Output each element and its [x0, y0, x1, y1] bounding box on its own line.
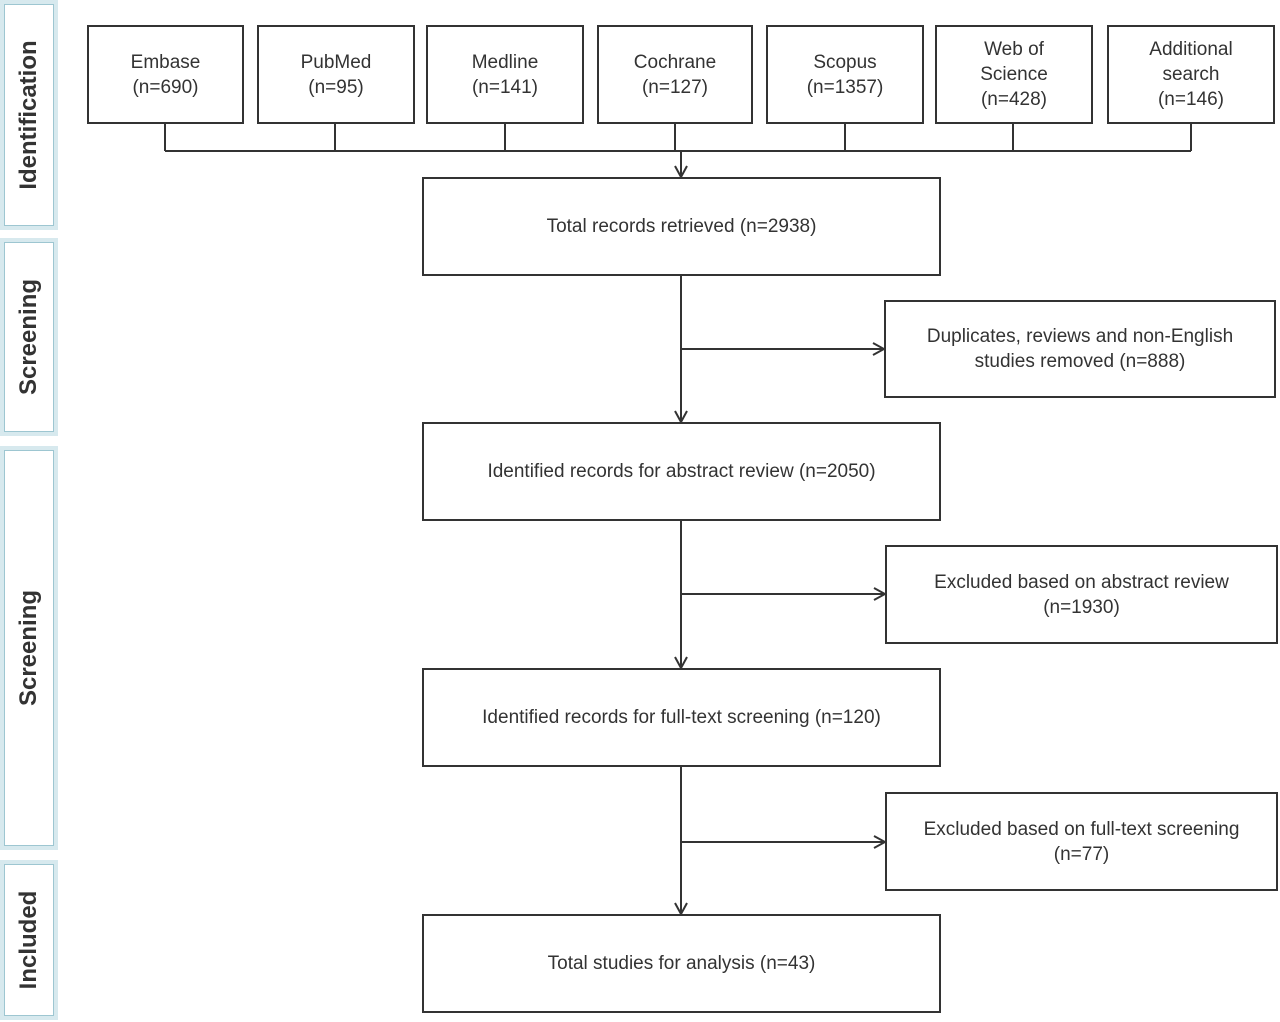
exclusion-line1: Duplicates, reviews and non-English: [926, 326, 1234, 347]
source-box-embase: Embase (n=690): [87, 25, 244, 124]
source-name: Embase: [130, 51, 201, 73]
source-box-medline: Medline (n=141): [426, 25, 584, 124]
source-name-line2: search: [1162, 64, 1220, 85]
exclusion-line1: Excluded based on abstract review: [934, 571, 1229, 593]
source-count: (n=95): [308, 76, 364, 98]
source-name: Medline: [471, 51, 539, 73]
source-name-line2: Science: [980, 64, 1048, 85]
source-box-web-of-science: Web of Science (n=428): [935, 25, 1093, 124]
stage-identification: Identification: [0, 0, 58, 230]
source-count: (n=1357): [806, 76, 884, 98]
stage-screening-2: Screening: [0, 446, 58, 850]
source-count: (n=127): [641, 76, 708, 98]
source-name: Additional: [1149, 39, 1233, 60]
final-studies-text: Total studies for analysis (n=43): [547, 953, 816, 974]
source-count: (n=428): [980, 89, 1047, 110]
exclusion-line2: (n=1930): [1043, 596, 1120, 618]
fulltext-excluded-box: Excluded based on full-text screening (n…: [885, 792, 1278, 891]
fulltext-screening-box: Identified records for full-text screeni…: [422, 668, 941, 767]
exclusion-line1: Excluded based on full-text screening: [923, 818, 1240, 840]
total-records-text: Total records retrieved (n=2938): [546, 216, 817, 237]
abstract-excluded-box: Excluded based on abstract review (n=193…: [885, 545, 1278, 644]
source-box-cochrane: Cochrane (n=127): [597, 25, 753, 124]
source-count: (n=690): [132, 76, 199, 98]
source-name: Cochrane: [633, 51, 717, 73]
stage-screening-1: Screening: [0, 238, 58, 436]
source-box-pubmed: PubMed (n=95): [257, 25, 415, 124]
exclusion-line2: studies removed (n=888): [974, 351, 1186, 372]
source-name: Web of: [984, 39, 1044, 60]
total-records-box: Total records retrieved (n=2938): [422, 177, 941, 276]
duplicates-removed-box: Duplicates, reviews and non-English stud…: [884, 300, 1276, 398]
source-box-scopus: Scopus (n=1357): [766, 25, 924, 124]
abstract-review-text: Identified records for abstract review (…: [487, 461, 876, 482]
abstract-review-box: Identified records for abstract review (…: [422, 422, 941, 521]
fulltext-screening-text: Identified records for full-text screeni…: [482, 707, 881, 728]
source-name: PubMed: [300, 51, 372, 73]
source-name: Scopus: [813, 51, 877, 73]
final-studies-box: Total studies for analysis (n=43): [422, 914, 941, 1013]
source-box-additional-search: Additional search (n=146): [1107, 25, 1275, 124]
exclusion-line2: (n=77): [1053, 843, 1110, 865]
stage-included: Included: [0, 860, 58, 1020]
source-count: (n=141): [471, 76, 538, 98]
source-count: (n=146): [1157, 89, 1224, 110]
